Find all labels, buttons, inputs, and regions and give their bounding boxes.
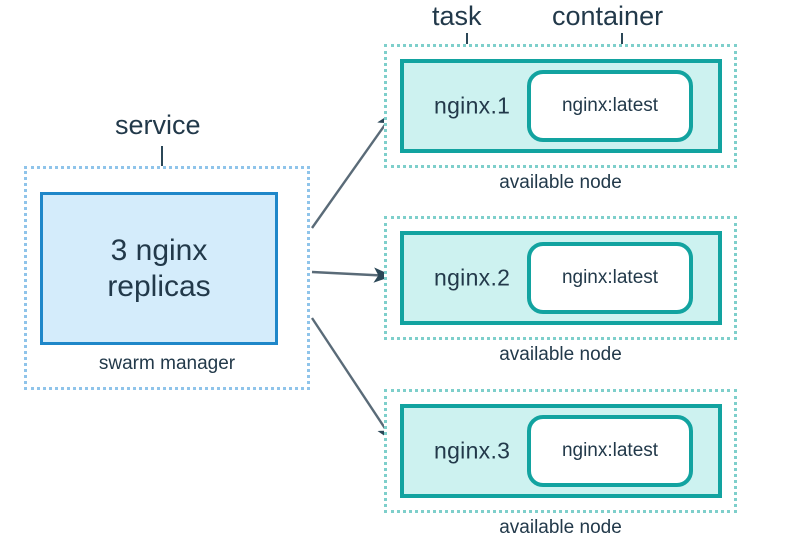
container-label-1: nginx:latest: [561, 95, 659, 116]
container-box-1[interactable]: nginx:latest: [527, 70, 693, 142]
task-box-3[interactable]: nginx.3 nginx:latest: [400, 404, 722, 498]
container-box-3[interactable]: nginx:latest: [527, 415, 693, 487]
container-box-2[interactable]: nginx:latest: [527, 242, 693, 314]
task-label-3: nginx.3: [434, 437, 511, 464]
task-box-2[interactable]: nginx.2 nginx:latest: [400, 231, 722, 325]
connector-service-to-node-1: [311, 111, 395, 229]
task-box-1[interactable]: nginx.1 nginx:latest: [400, 59, 722, 153]
callout-label-service: service: [115, 110, 201, 140]
swarm-manager-caption: swarm manager: [98, 353, 236, 374]
service-box-label: 3 nginx replicas: [107, 234, 211, 303]
connector-service-to-node-2: [311, 267, 393, 283]
callout-label-container: container: [552, 1, 664, 31]
node-caption-1: available node: [499, 172, 622, 193]
node-caption-3: available node: [499, 517, 622, 538]
task-label-1: nginx.1: [434, 92, 511, 119]
container-label-3: nginx:latest: [561, 440, 659, 461]
container-label-2: nginx:latest: [561, 267, 659, 288]
node-caption-2: available node: [499, 344, 622, 365]
callout-label-task: task: [432, 1, 482, 31]
connector-service-to-node-3: [310, 317, 396, 443]
task-label-2: nginx.2: [434, 264, 511, 291]
service-box[interactable]: 3 nginx replicas: [40, 192, 278, 345]
